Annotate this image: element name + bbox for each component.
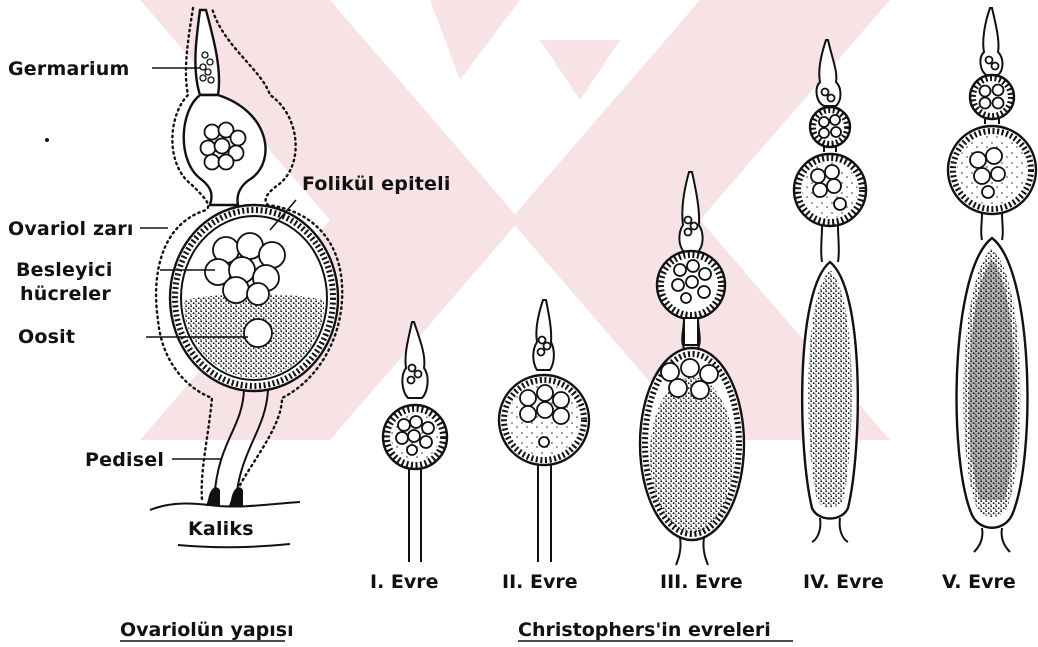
stage-5-drawing xyxy=(948,8,1036,552)
stage-label-3: III. Evre xyxy=(660,571,743,593)
stage-label-5: V. Evre xyxy=(942,571,1016,593)
calyx-label: Kaliks xyxy=(188,518,254,540)
stage-2-drawing xyxy=(499,300,589,562)
stage-label-2: II. Evre xyxy=(502,571,578,593)
stage-label-4: IV. Evre xyxy=(803,571,884,593)
stage-label-1: I. Evre xyxy=(370,571,439,593)
germarium-label: Germarium xyxy=(8,58,129,80)
caption-christophers-stages: Christophers'in evreleri xyxy=(518,619,771,641)
calyx-line xyxy=(150,502,300,510)
nurse-cells-label-line2: hücreler xyxy=(20,283,111,305)
ovariole-membrane-label: Ovariol zarı xyxy=(8,218,134,240)
stray-mark xyxy=(45,138,49,142)
caption-ovariole-structure: Ovariolün yapısı xyxy=(120,619,294,641)
nurse-cells-label-line1: Besleyici xyxy=(16,259,113,281)
follicle-epithelium-label: Folikül epiteli xyxy=(302,173,451,195)
oocyte-label: Oosit xyxy=(18,326,75,348)
stage-4-drawing xyxy=(794,40,866,542)
pedicel-label: Pedisel xyxy=(85,449,164,471)
oocyte-nucleus xyxy=(244,319,272,347)
